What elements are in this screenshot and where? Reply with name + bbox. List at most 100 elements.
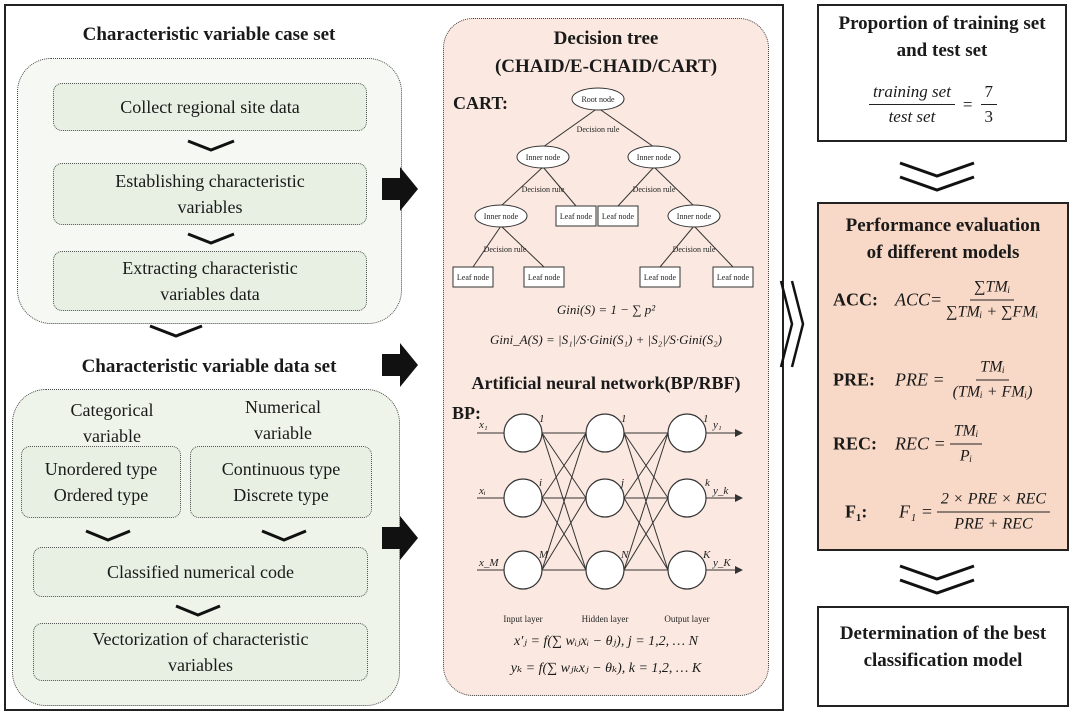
inner-node [516,145,570,169]
svg-text:Inner node: Inner node [677,212,712,221]
svg-text:N: N [620,549,629,561]
decision-tree-diagram: Root node Inner node Inner node Inner no… [452,87,754,288]
proportion-box: Proportion of training set and test set … [817,4,1067,142]
svg-text:M: M [538,549,549,561]
svg-text:Input layer: Input layer [503,614,542,624]
svg-text:1: 1 [621,413,627,425]
svg-text:Decision rule: Decision rule [577,125,620,134]
arrow-right-icon [382,343,418,387]
svg-text:Decision rule: Decision rule [484,245,527,254]
step-extract: Extracting characteristic variables data [53,251,367,311]
svg-text:y_k: y_k [712,485,729,497]
output-neuron [667,413,707,453]
inner-node [627,145,681,169]
chevron-down-icon [175,604,221,617]
svg-text:1: 1 [539,413,545,425]
inner-node [667,204,721,228]
bp-label: BP: [452,403,481,423]
step-establish: Establishing characteristic variables [53,163,367,225]
svg-text:y_K: y_K [712,557,731,569]
svg-text:j: j [619,477,624,489]
svg-text:Leaf node: Leaf node [528,273,561,282]
leaf-node [712,266,754,288]
svg-text:Leaf node: Leaf node [644,273,677,282]
svg-text:x₁: x₁ [478,419,488,431]
metric-acc: ACC: ACC=∑TMᵢ∑TMᵢ + ∑FMᵢ [819,270,1071,330]
svg-text:Decision rule: Decision rule [522,185,565,194]
chevron-down-icon [899,161,975,178]
leaf-node [597,205,639,227]
chevron-down-icon [187,232,235,245]
neural-network-diagram: x₁ xᵢ x_M 1 iM 1 jN 1 kK y₁ y_k y_K Input layer… [477,413,743,624]
root-node [571,87,625,111]
svg-text:k: k [705,477,711,489]
svg-text:Output layer: Output layer [664,614,709,624]
svg-text:Decision rule: Decision rule [633,185,676,194]
proportion-title: Proportion of training set and test set [838,13,1046,61]
decision-tree-title: Decision tree [553,28,659,49]
best-model-title: Determination of the best classification… [839,623,1047,671]
cart-label: CART: [453,93,509,113]
svg-text:Leaf node: Leaf node [560,212,593,221]
svg-text:Leaf node: Leaf node [602,212,635,221]
step-vectorize: Vectorization of characteristic variable… [33,623,368,681]
hidden-neuron [585,478,625,518]
step-code: Classified numerical code [33,547,368,597]
svg-text:x_M: x_M [478,557,499,569]
ann-title: Artificial neural network(BP/RBF) [471,373,741,393]
input-neuron [503,413,543,453]
performance-box: Performance evaluation of different mode… [817,202,1069,551]
svg-text:1: 1 [703,413,709,425]
arrow-right-icon [382,167,418,211]
leaf-node [555,205,597,227]
svg-text:Inner node: Inner node [637,153,672,162]
chevron-right-icon [790,280,805,368]
output-neuron [667,550,707,590]
decision-tree-subtitle: (CHAID/E-CHAID/CART) [494,56,718,77]
svg-text:Inner node: Inner node [526,153,561,162]
gini-split-formula: Gini_A(S) = |S₁|/S·Gini(S₁) + |S₂|/S·Gin… [490,332,722,347]
svg-text:Leaf node: Leaf node [717,273,750,282]
leaf-node [639,266,681,288]
chevron-right-icon [779,280,794,368]
svg-text:Decision rule: Decision rule [673,245,716,254]
numerical-label: Numerical variable [245,397,321,443]
output-neuron [667,478,707,518]
svg-text:K: K [702,549,711,561]
svg-text:Root node: Root node [581,95,615,104]
arrow-right-icon [382,516,418,560]
svg-text:Hidden layer: Hidden layer [582,614,629,624]
data-set-title: Characteristic variable data set [81,356,337,377]
output-formula: yₖ = f(∑ wⱼₖxⱼ − θₖ), k = 1,2, … K [510,661,702,676]
hidden-neuron [585,550,625,590]
chevron-down-icon [261,529,307,542]
gini-formula: Gini(S) = 1 − ∑ p² [556,302,656,317]
svg-text:xᵢ: xᵢ [478,485,486,497]
svg-text:Leaf node: Leaf node [457,273,490,282]
categorical-label: Categorical variable [70,400,154,446]
chevron-down-icon [149,324,203,338]
svg-text:Inner node: Inner node [484,212,519,221]
best-model-box: Determination of the best classification… [817,606,1069,707]
case-set-title: Characteristic variable case set [82,24,336,45]
inner-node [474,204,528,228]
hidden-formula: x′ⱼ = f(∑ wᵢⱼxᵢ − θⱼ), j = 1,2, … N [514,634,698,649]
svg-text:i: i [539,477,542,489]
step-collect: Collect regional site data [53,83,367,131]
leaf-node [523,266,565,288]
input-neuron [503,550,543,590]
leaf-node [452,266,494,288]
performance-title: Performance evaluation of different mode… [845,215,1041,263]
svg-text:y₁: y₁ [712,419,722,431]
chevron-down-icon [187,139,235,152]
chevron-down-icon [899,564,975,581]
chevron-down-icon [899,175,975,192]
chevron-down-icon [899,578,975,595]
input-neuron [503,478,543,518]
